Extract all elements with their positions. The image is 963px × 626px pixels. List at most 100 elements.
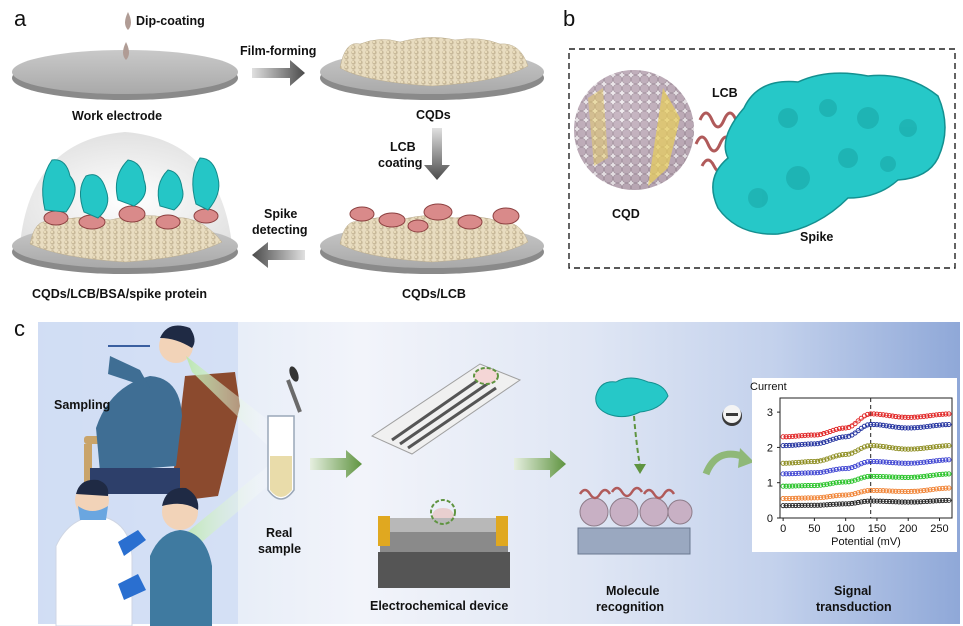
data-point: [899, 446, 905, 452]
data-point: [861, 444, 867, 450]
real-sample-label-2: sample: [258, 542, 302, 556]
data-point: [893, 424, 899, 430]
data-point: [861, 498, 867, 505]
data-point: [883, 412, 889, 418]
data-point: [846, 501, 852, 507]
data-point: [855, 476, 861, 482]
data-point: [796, 459, 802, 465]
data-point: [843, 451, 849, 458]
data-point: [874, 498, 880, 504]
data-point: [846, 465, 852, 471]
data-point: [918, 460, 924, 466]
data-point: [830, 480, 836, 486]
data-point: [871, 459, 877, 465]
data-point: [871, 443, 877, 449]
data-point: [796, 502, 802, 509]
data-point: [883, 498, 889, 505]
data-point: [877, 459, 883, 465]
data-point: [780, 471, 786, 477]
data-point: [911, 460, 918, 466]
data-point: [890, 424, 896, 430]
data-point: [908, 474, 914, 480]
data-point: [793, 495, 799, 501]
data-point: [880, 422, 886, 428]
data-point: [893, 413, 899, 420]
data-point: [855, 490, 861, 496]
data-point: [918, 488, 924, 494]
data-point: [855, 499, 861, 506]
data-point: [786, 442, 792, 449]
data-point: [927, 473, 933, 479]
data-point: [871, 411, 877, 417]
data-point: [855, 428, 861, 434]
data-point: [818, 431, 824, 437]
data-point: [818, 502, 824, 508]
data-point: [868, 443, 874, 449]
data-point: [821, 494, 827, 500]
data-point: [786, 434, 792, 440]
data-point: [905, 414, 911, 420]
panel-c-illustration: [55, 325, 754, 626]
data-point: [868, 498, 874, 504]
spike-detecting-label-1: Spike: [264, 207, 298, 221]
dip-coating-label: Dip-coating: [136, 14, 205, 28]
data-point: [783, 434, 789, 440]
data-point: [915, 474, 921, 480]
data-point: [940, 411, 946, 417]
molecule-recognition-label-2: recognition: [596, 600, 665, 614]
data-point: [802, 502, 808, 508]
data-point: [818, 469, 824, 475]
data-point: [827, 455, 833, 461]
data-point: [877, 498, 883, 504]
data-point: [821, 482, 827, 488]
data-point: [933, 412, 939, 418]
data-point: [896, 414, 902, 420]
data-point: [861, 488, 867, 494]
data-point: [924, 498, 930, 504]
data-point: [811, 482, 817, 489]
work-electrode-disc: [12, 50, 238, 100]
data-point: [833, 493, 839, 499]
data-point: [868, 473, 874, 479]
data-point: [836, 501, 842, 507]
data-point: [793, 470, 799, 477]
data-point: [890, 413, 896, 419]
data-point: [886, 459, 893, 465]
data-point: [818, 440, 824, 446]
data-point: [871, 498, 877, 504]
data-point: [911, 488, 918, 494]
data-point: [818, 458, 824, 464]
data-point: [927, 458, 933, 465]
electron-icon: [702, 405, 754, 476]
data-point: [908, 446, 914, 452]
data-point: [946, 457, 952, 463]
data-point: [858, 489, 864, 495]
data-point: [905, 488, 911, 495]
data-point: [890, 474, 896, 480]
data-point: [821, 439, 827, 445]
data-point: [940, 471, 946, 477]
data-point: [861, 423, 867, 429]
data-point: [802, 495, 808, 501]
data-point: [789, 442, 796, 448]
data-point: [871, 473, 877, 479]
spike-label: Spike: [800, 230, 834, 244]
data-point: [915, 446, 921, 452]
data-point: [908, 460, 914, 466]
data-point: [824, 481, 830, 487]
data-point: [896, 446, 902, 452]
data-point: [808, 470, 814, 476]
real-sample-label-1: Real: [266, 526, 293, 540]
data-point: [886, 423, 893, 429]
data-point: [890, 499, 896, 505]
signal-transduction-label-1: Signal: [834, 584, 872, 598]
data-point: [868, 458, 874, 465]
data-point: [836, 492, 842, 498]
data-point: [821, 502, 827, 508]
data-point: [802, 441, 808, 447]
data-point: [943, 411, 949, 417]
data-point: [796, 442, 802, 448]
data-point: [796, 470, 802, 476]
data-point: [865, 422, 871, 428]
data-point: [852, 491, 858, 497]
